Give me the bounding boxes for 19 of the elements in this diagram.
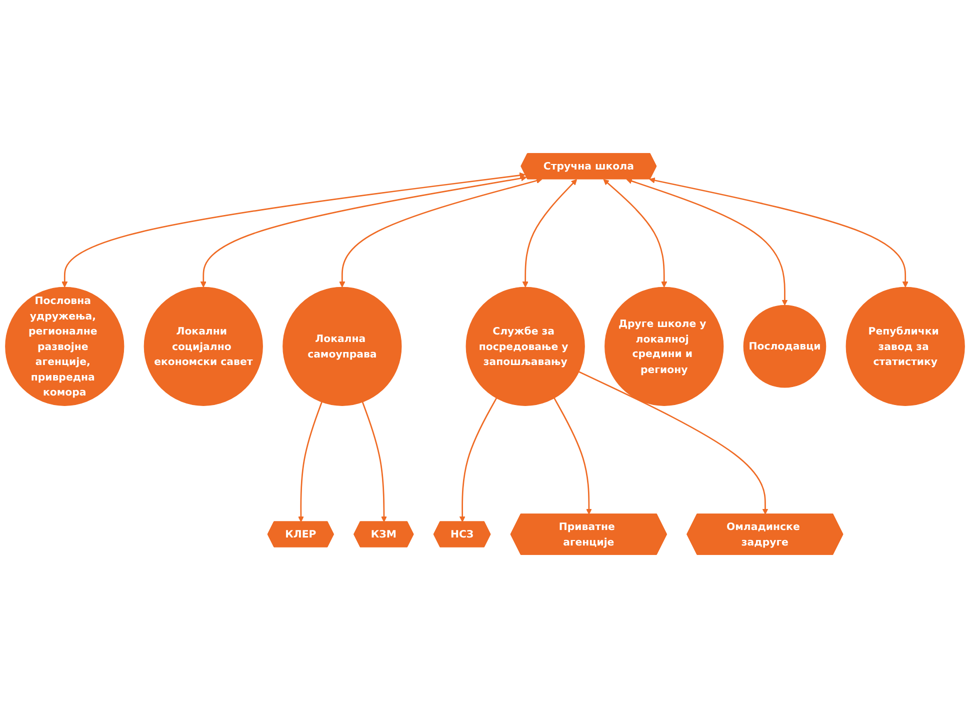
arrow <box>554 398 592 515</box>
arrow <box>362 402 387 522</box>
arrow <box>62 172 526 288</box>
node-circle: Послодавци <box>743 304 826 388</box>
arrow <box>626 178 788 306</box>
node-circle: Друге школе у локалној средини и региону <box>604 286 724 406</box>
node-circle: Пословна удружења, регионалне развојне агенције, привредна комора <box>5 286 124 406</box>
arrow <box>459 398 498 522</box>
arrow <box>649 177 908 288</box>
arrow <box>298 402 322 522</box>
node-circle: Локална самоуправа <box>282 286 402 406</box>
arrow <box>603 179 668 288</box>
node-circle: Локални социјално економски савет <box>144 286 263 406</box>
node-circle: Службе за посредовање у запошљавању <box>466 286 585 406</box>
arrow <box>578 371 768 515</box>
arrow <box>522 179 578 288</box>
arrow <box>339 178 542 288</box>
arrow <box>200 175 527 288</box>
node-circle: Републички завод за статистику <box>846 286 965 406</box>
